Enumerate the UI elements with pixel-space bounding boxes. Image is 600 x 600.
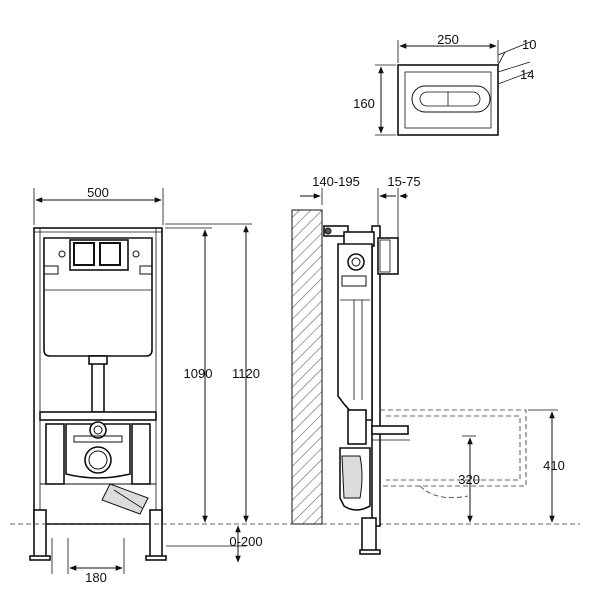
plate-width-label: 250	[437, 32, 459, 47]
frame-height-outer-label: 1120	[232, 366, 260, 381]
plate-offset-label: 15-75	[387, 174, 420, 189]
wall-offset-label: 140-195	[312, 174, 360, 189]
floor-adjust-label: 0-200	[229, 534, 262, 549]
flush-plate-view: 250 10 14 160	[353, 32, 536, 136]
frame-height-inner-label: 1090	[184, 366, 213, 381]
plate-height-label: 160	[353, 96, 375, 111]
wall-section	[291, 209, 323, 525]
frame-side-view: 140-195 15-75	[291, 174, 565, 555]
flush-plate-side	[377, 237, 399, 275]
frame-front-view: 500	[29, 185, 263, 585]
plate-depth-inner-leader	[497, 71, 531, 85]
cistern-valve-right	[99, 242, 121, 266]
side-flush-pipe	[347, 409, 367, 445]
left-foot	[33, 509, 47, 559]
flush-button-inner	[419, 91, 481, 107]
plate-depth-outer-leader	[497, 41, 531, 56]
frame-width-label: 500	[87, 185, 109, 200]
drain-elbow	[101, 483, 149, 515]
toilet-bowl-outline	[380, 409, 527, 487]
flush-connector	[371, 425, 409, 435]
plate-depth-outer-label: 10	[522, 37, 536, 52]
foot-spacing-label: 180	[85, 570, 107, 585]
flush-button-oval	[411, 85, 491, 113]
flush-plate-inner	[404, 71, 492, 129]
plate-depth-inner-label: 14	[520, 67, 534, 82]
frame-crossbar	[39, 411, 157, 421]
right-foot	[149, 509, 163, 559]
outlet-height-label: 320	[458, 472, 480, 487]
cistern-valve-left	[73, 242, 95, 266]
wall-bracket	[323, 225, 349, 237]
bowl-height-label: 410	[543, 458, 565, 473]
